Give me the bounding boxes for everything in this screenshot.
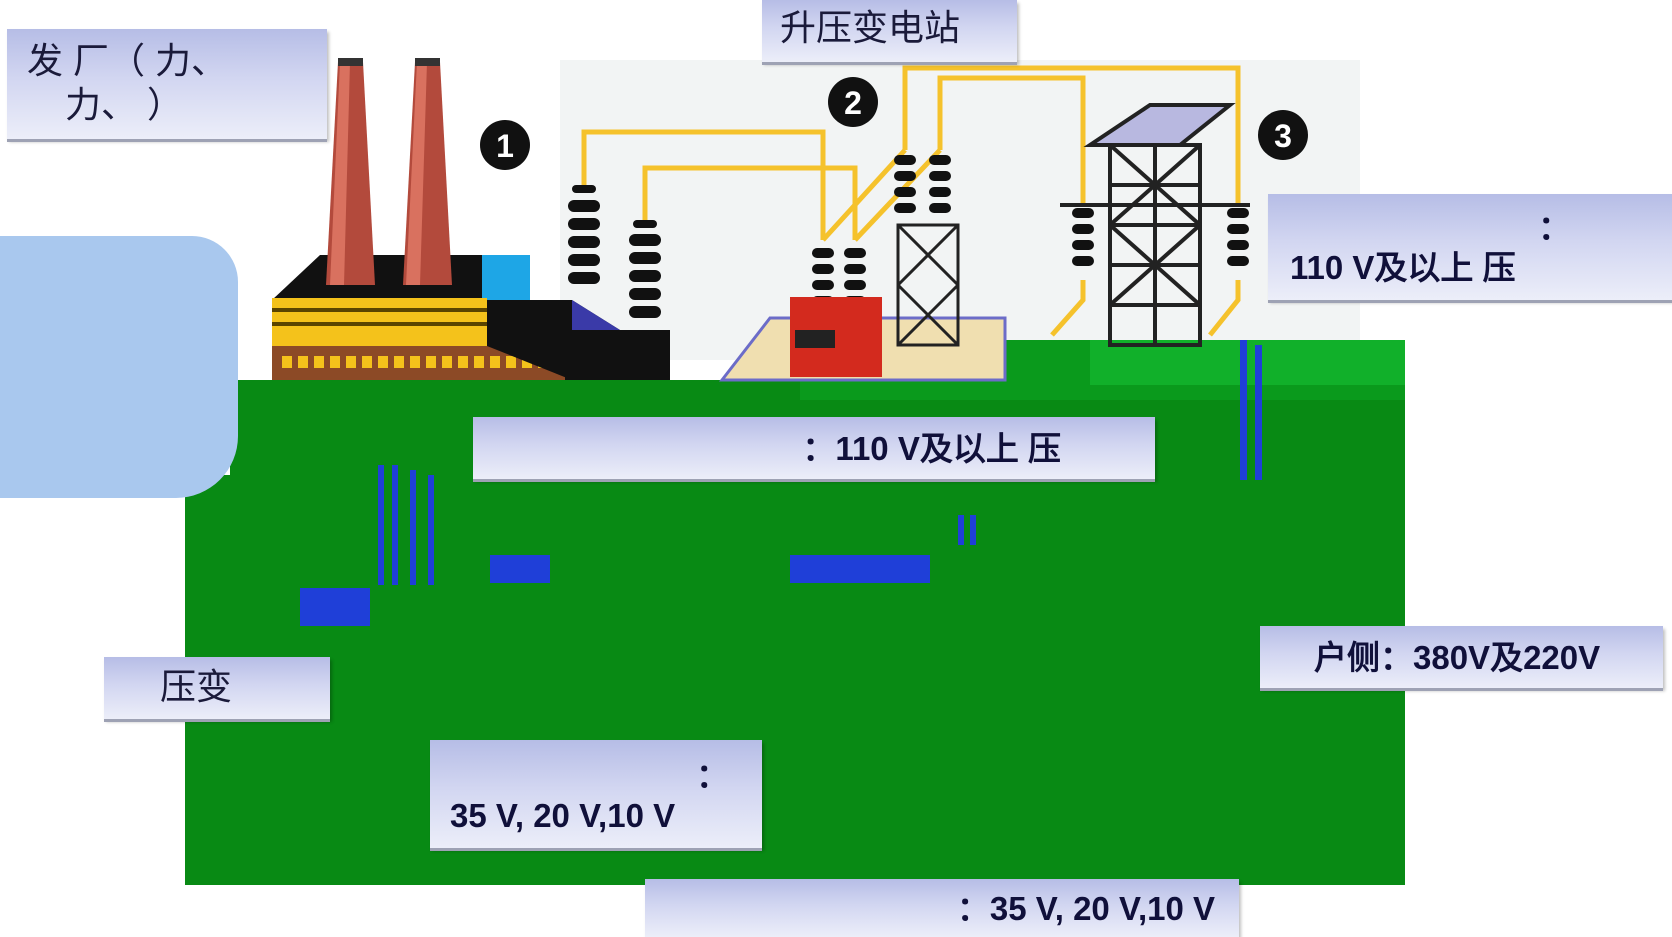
marker-3-label: 3 bbox=[1274, 118, 1292, 154]
distribution-voltage-line2: 35 V, 20 V,10 V bbox=[450, 796, 762, 836]
marker-2-label: 2 bbox=[844, 85, 862, 121]
user-side-voltage-label: 户侧：380V及220V bbox=[1260, 626, 1663, 688]
step-up-voltage-label: ：110 V及以上 压 bbox=[473, 417, 1155, 479]
distribution-voltage-label: ： 35 V, 20 V,10 V bbox=[430, 740, 762, 848]
plant-windows bbox=[282, 356, 548, 368]
power-plant-label-line2: 力、 ） bbox=[27, 83, 327, 127]
callout-bubble bbox=[0, 236, 238, 498]
distribution-voltage-line1: ： bbox=[450, 756, 762, 796]
transmission-voltage-line1: ： bbox=[1290, 208, 1672, 248]
marker-1-label: 1 bbox=[496, 128, 514, 164]
step-down-label: 压变 bbox=[104, 657, 330, 719]
bottom-voltage-label: ：35 V, 20 V,10 V bbox=[645, 879, 1239, 937]
step-up-substation-label: 升压变电站 bbox=[762, 0, 1017, 62]
marker-1: 1 bbox=[480, 120, 530, 170]
power-plant-label: 发 厂（ 力、 力、 ） bbox=[7, 29, 327, 139]
transmission-voltage-label: ： 110 V及以上 压 bbox=[1268, 194, 1672, 300]
transmission-voltage-line2: 110 V及以上 压 bbox=[1290, 248, 1672, 288]
chimneys bbox=[326, 58, 452, 285]
marker-2: 2 bbox=[828, 77, 878, 127]
power-plant-label-line1: 发 厂（ 力、 bbox=[27, 39, 327, 83]
marker-3: 3 bbox=[1258, 110, 1308, 160]
